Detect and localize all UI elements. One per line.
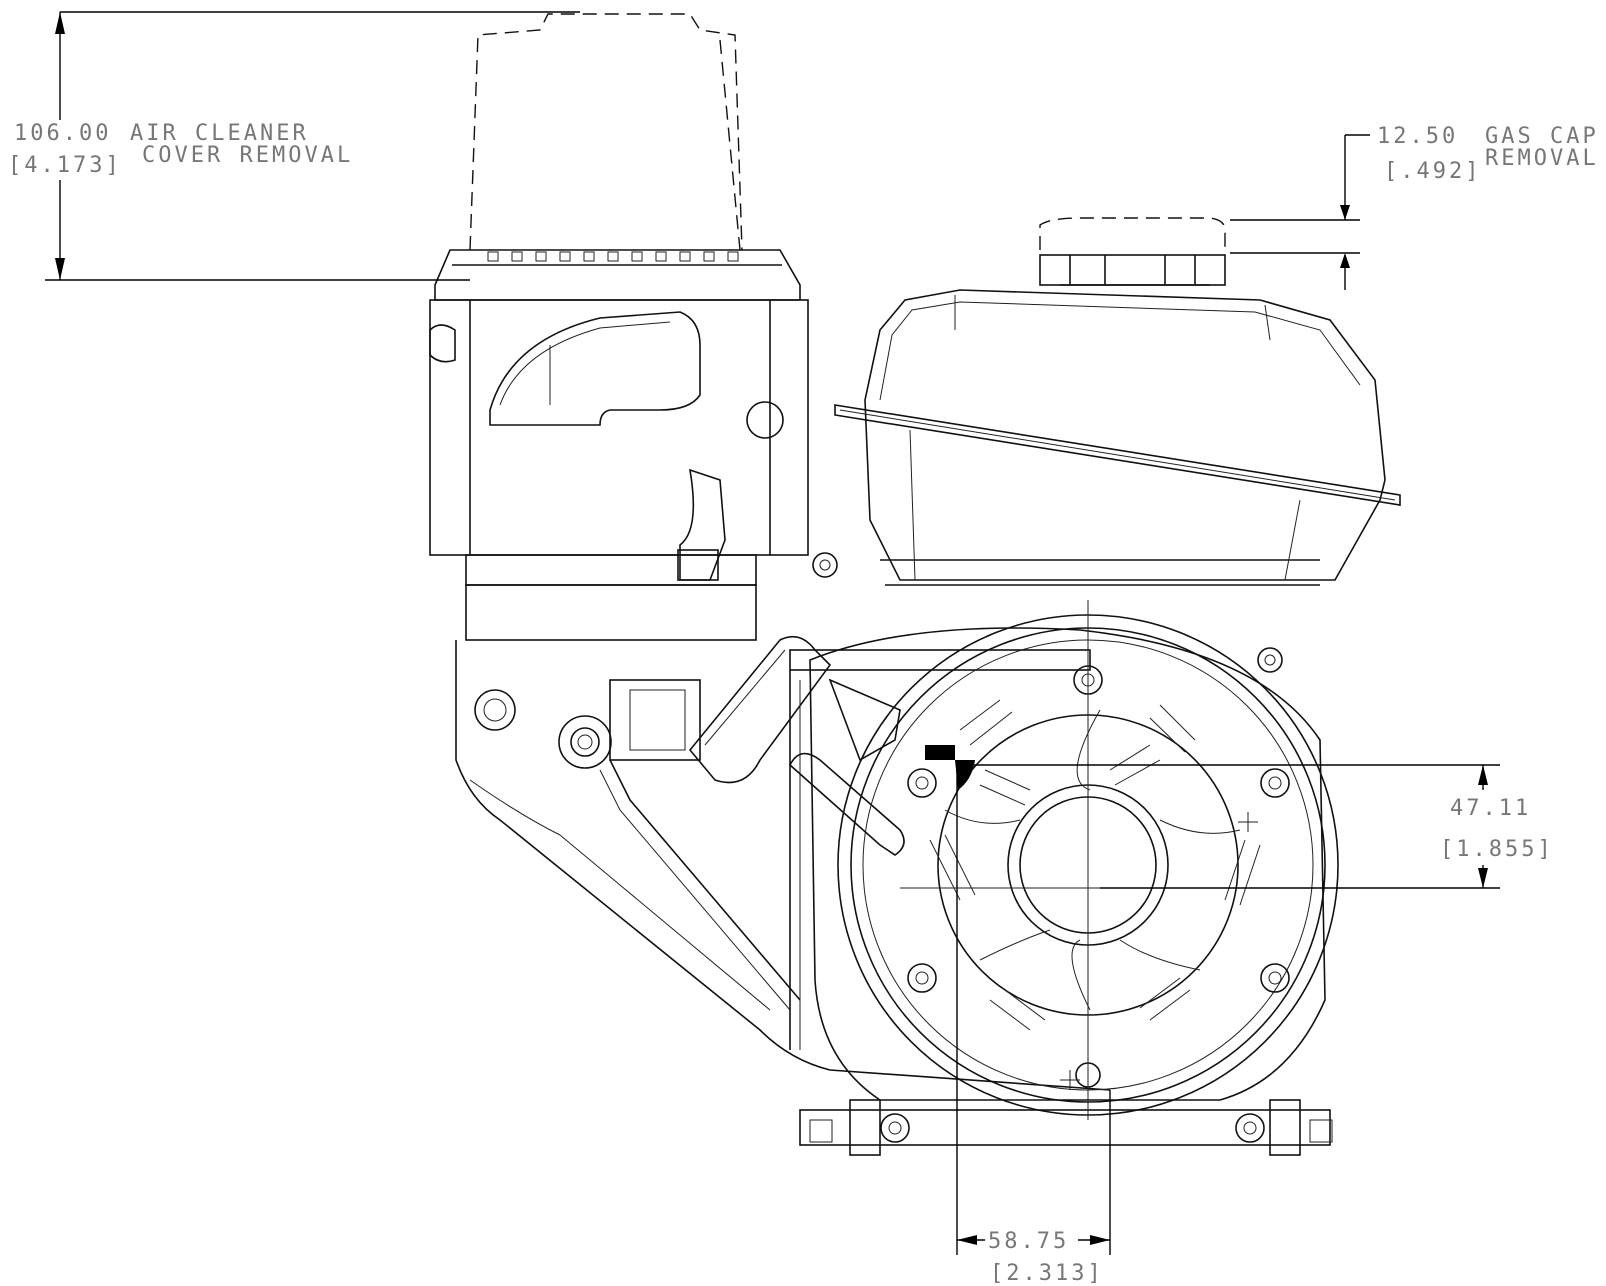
recoil-starter-handle xyxy=(688,635,905,856)
horizontal-offset-dim-in: [2.313] xyxy=(990,1261,1104,1286)
dimension-horizontal-offset: 58.75 [2.313] xyxy=(956,760,1111,1286)
blower-vent-slots xyxy=(929,699,1261,1031)
gas-cap-dim-mm: 12.50 xyxy=(1377,124,1458,149)
air-cleaner-label-line1: AIR CLEANER xyxy=(130,121,309,146)
dimension-gas-cap: 12.50 [.492] GAS CAP REMOVAL xyxy=(1230,124,1599,290)
engine-base xyxy=(799,1099,1333,1156)
air-cleaner-dim-mm: 106.00 xyxy=(14,121,111,146)
blower-housing xyxy=(809,552,1339,1116)
vertical-offset-dim-in: [1.855] xyxy=(1440,837,1554,862)
air-cleaner-label-line2: COVER REMOVAL xyxy=(142,143,353,168)
fuel-tank xyxy=(834,289,1401,586)
timing-mark xyxy=(925,745,975,790)
gas-cap xyxy=(1039,217,1226,286)
crankcase xyxy=(455,640,1111,1091)
gas-cap-dim-in: [.492] xyxy=(1384,159,1481,184)
air-cleaner-dim-in: [4.173] xyxy=(8,153,122,178)
horizontal-offset-dim-mm: 58.75 xyxy=(988,1229,1069,1254)
centerlines xyxy=(900,600,1300,1120)
dimension-vertical-offset: 47.11 [1.855] xyxy=(960,764,1554,889)
gas-cap-label-line1: GAS CAP xyxy=(1485,124,1599,149)
dimension-air-cleaner: 106.00 [4.173] AIR CLEANER COVER REMOVAL xyxy=(8,11,580,281)
air-cleaner-vent-slots xyxy=(487,251,739,262)
gas-cap-label-line2: REMOVAL xyxy=(1485,146,1599,171)
air-cleaner-housing xyxy=(429,249,809,641)
vertical-offset-dim-mm: 47.11 xyxy=(1450,796,1531,821)
air-cleaner-cover-removal-envelope xyxy=(469,13,743,251)
